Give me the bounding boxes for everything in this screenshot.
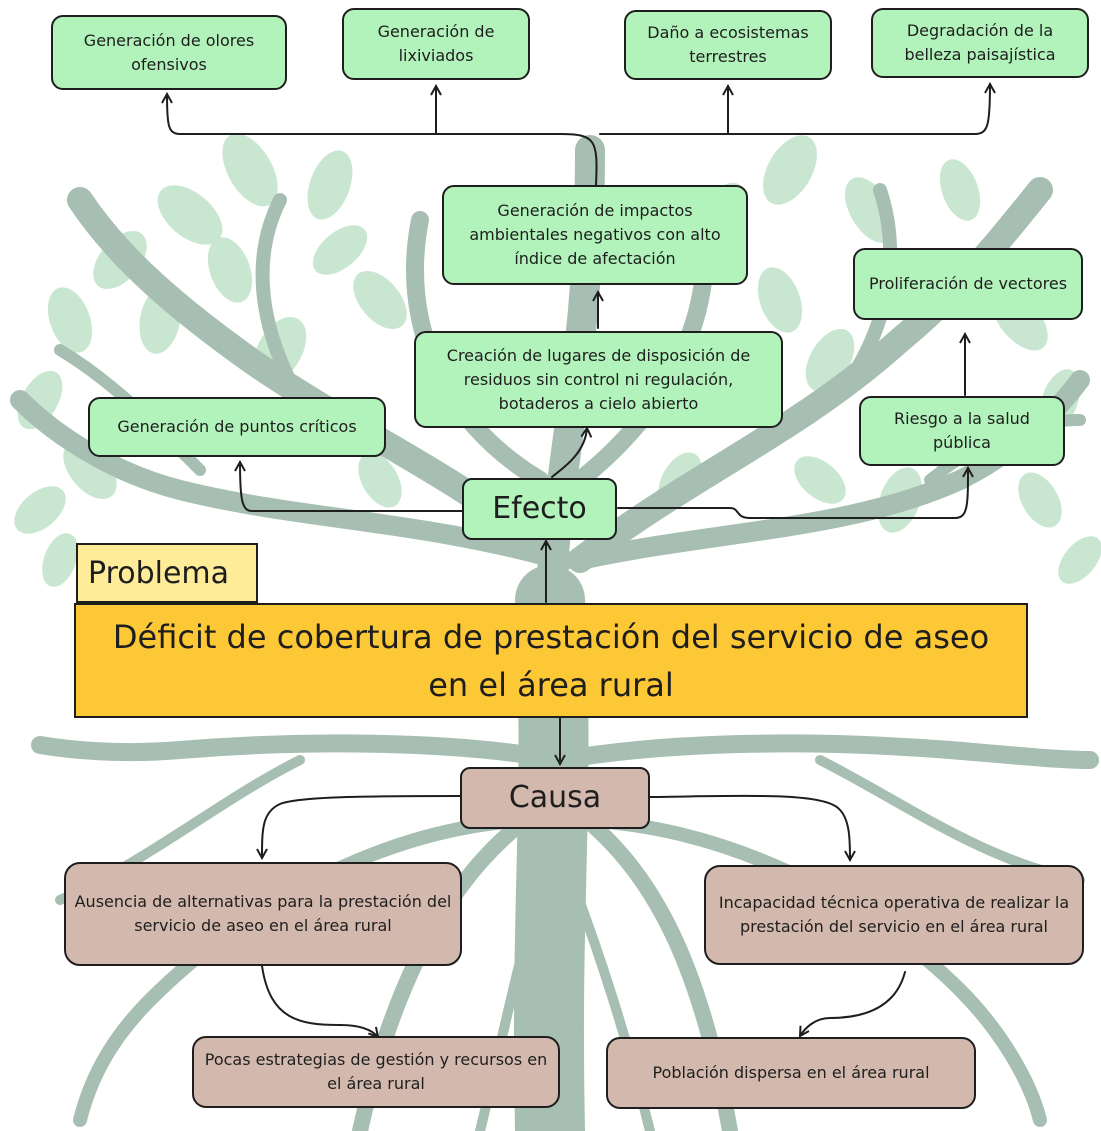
cause-box-pocas: Pocas estrategias de gestión y recursos … [192, 1036, 560, 1108]
effect-text-puntos: Generación de puntos críticos [117, 417, 357, 436]
cause-text-poblacion: Población dispersa en el área rural [652, 1063, 930, 1082]
efecto-label-box: Efecto [462, 478, 617, 540]
effect-text-belleza: Degradación de la belleza paisajística [904, 21, 1056, 64]
effect-box-lixiviados: Generación de lixiviados [342, 8, 530, 80]
efecto-label: Efecto [492, 491, 587, 526]
cause-box-incapacidad: Incapacidad técnica operativa de realiza… [704, 865, 1084, 965]
effect-box-proliferacion: Proliferación de vectores [853, 248, 1083, 320]
problema-label-box: Problema [76, 543, 258, 603]
effect-box-puntos: Generación de puntos críticos [88, 397, 386, 457]
causa-label: Causa [508, 780, 602, 815]
cause-box-poblacion: Población dispersa en el área rural [606, 1037, 976, 1109]
effect-text-impactos: Generación de impactos ambientales negat… [469, 201, 721, 268]
cause-text-ausencia: Ausencia de alternativas para la prestac… [74, 892, 452, 935]
causa-label-box: Causa [460, 767, 650, 829]
effect-text-lixiviados: Generación de lixiviados [377, 22, 495, 65]
effect-box-belleza: Degradación de la belleza paisajística [871, 8, 1089, 78]
effect-box-olores: Generación de olores ofensivos [51, 15, 287, 90]
effect-text-olores: Generación de olores ofensivos [83, 30, 255, 74]
effect-text-proliferacion: Proliferación de vectores [868, 274, 1068, 293]
effect-text-creacion: Creación de lugares de disposición de re… [446, 345, 751, 413]
cause-text-pocas: Pocas estrategias de gestión y recursos … [204, 1050, 548, 1093]
cause-box-ausencia: Ausencia de alternativas para la prestac… [64, 862, 462, 966]
effect-text-ecosistemas: Daño a ecosistemas terrestres [647, 23, 809, 66]
effect-text-riesgo: Riesgo a la salud pública [894, 409, 1030, 452]
cause-text-incapacidad: Incapacidad técnica operativa de realiza… [718, 893, 1070, 936]
effect-box-riesgo: Riesgo a la salud pública [859, 396, 1065, 466]
effect-box-creacion: Creación de lugares de disposición de re… [414, 331, 783, 428]
main-problem-box: Déficit de cobertura de prestación del s… [74, 603, 1028, 718]
effect-box-ecosistemas: Daño a ecosistemas terrestres [624, 10, 832, 80]
problema-label: Problema [88, 555, 230, 591]
main-problem-text: Déficit de cobertura de prestación del s… [112, 617, 990, 704]
effect-box-impactos: Generación de impactos ambientales negat… [442, 185, 748, 285]
